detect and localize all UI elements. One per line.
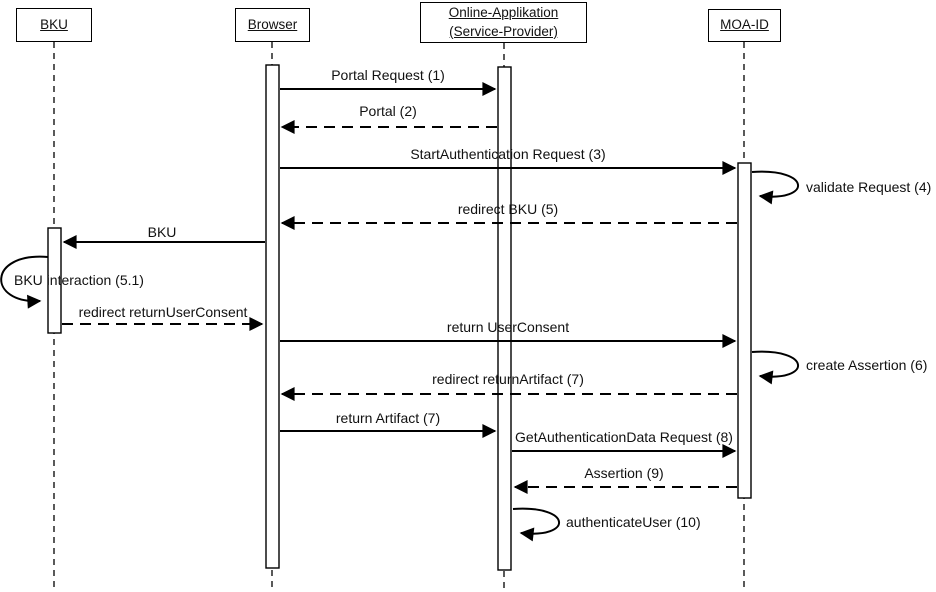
actor-browser-label: Browser <box>247 16 298 32</box>
actor-moa-id: MOA-ID <box>708 9 781 42</box>
message-label-portal: Portal (2) <box>359 103 417 119</box>
message-label-assertion: Assertion (9) <box>584 465 664 481</box>
actor-bku-label: BKU <box>40 16 68 32</box>
activation-browser <box>265 64 280 569</box>
message-label-return-userconsent: return UserConsent <box>446 319 570 335</box>
message-label-authenticateuser: authenticateUser (10) <box>566 514 701 530</box>
actor-online-applikation-label: Online-Applikation (Service-Provider) <box>448 5 559 39</box>
message-label-redirect-returnuserconsent: redirect returnUserConsent <box>78 304 248 320</box>
message-label-getauthenticationdata-request: GetAuthenticationData Request (8) <box>515 429 733 445</box>
activation-online-applikation <box>497 66 512 571</box>
message-label-bku-interaction: BKU interaction (5.1) <box>14 272 144 288</box>
loop-authenticateuser <box>512 507 560 542</box>
activation-bars <box>47 64 752 571</box>
actor-bku: BKU <box>16 8 92 42</box>
loop-validate-request <box>751 170 799 205</box>
message-label-validate-request: validate Request (4) <box>806 179 932 195</box>
actor-moa-id-label: MOA-ID <box>720 17 769 33</box>
loop-create-assertion <box>751 350 799 385</box>
message-arrows <box>0 82 799 542</box>
message-label-return-artifact: return Artifact (7) <box>335 410 441 426</box>
message-label-create-assertion: create Assertion (6) <box>806 357 928 373</box>
activation-moa-id <box>737 162 752 499</box>
message-label-startauthentication-request: StartAuthentication Request (3) <box>410 146 606 162</box>
message-label-portal-request: Portal Request (1) <box>331 67 445 83</box>
message-label-redirect-bku: redirect BKU (5) <box>457 201 559 217</box>
activation-bku <box>47 227 62 334</box>
loop-bku-interaction <box>0 255 49 309</box>
actor-online-applikation: Online-Applikation (Service-Provider) <box>420 2 587 43</box>
message-label-redirect-returnartifact: redirect returnArtifact (7) <box>432 371 584 387</box>
actor-browser: Browser <box>235 8 310 42</box>
message-label-bku: BKU <box>147 224 177 240</box>
